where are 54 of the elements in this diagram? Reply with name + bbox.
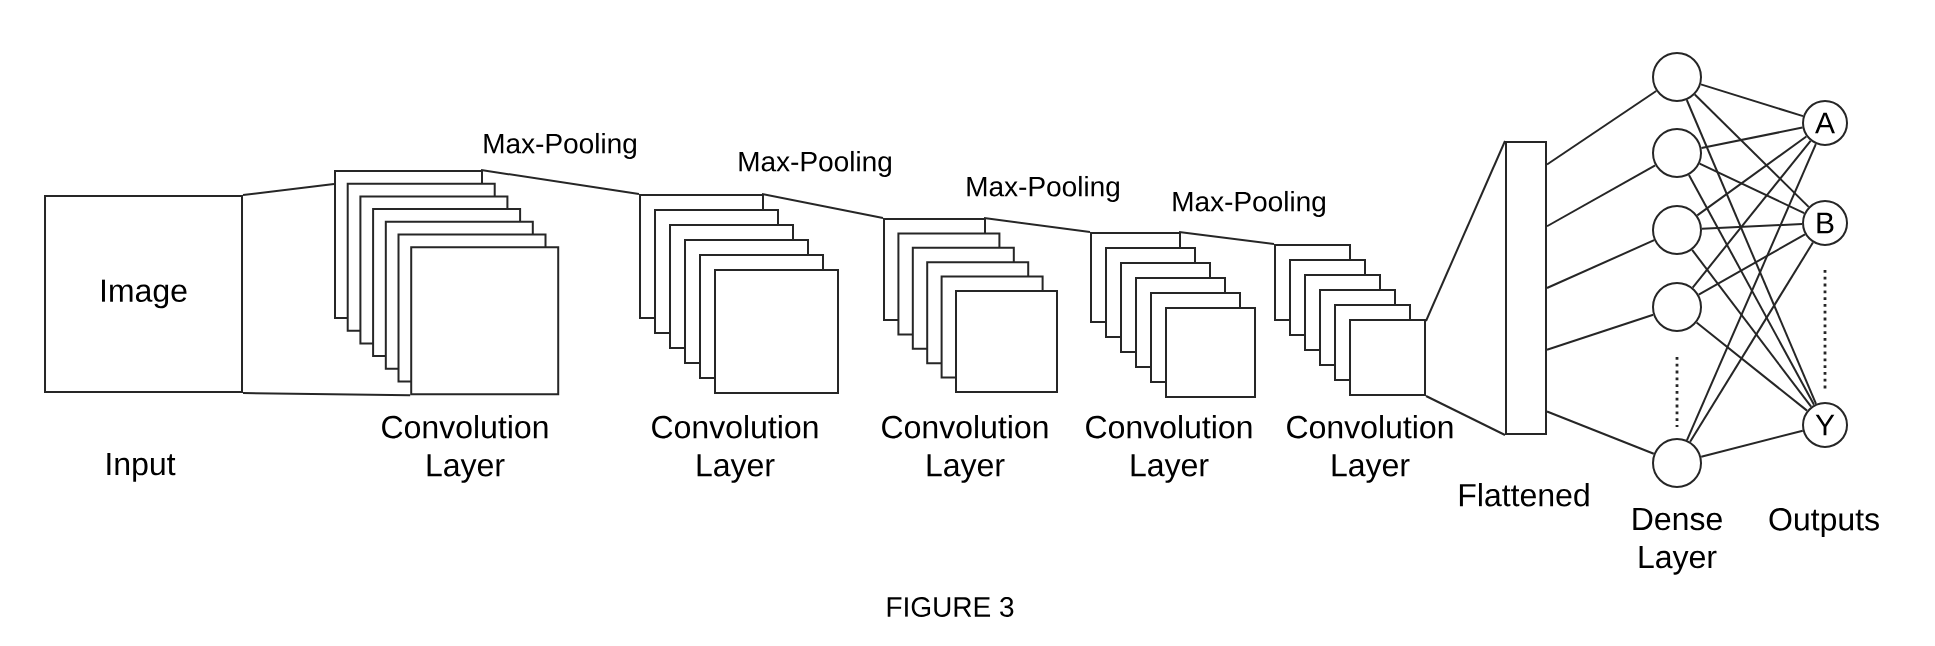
feature-map-stack: [1090, 232, 1256, 398]
connection-line: [1546, 313, 1655, 351]
feature-map-stack: [1274, 244, 1426, 396]
projection-line: [242, 183, 335, 196]
connection-line: [1691, 248, 1813, 408]
neuron-circle: [1652, 128, 1702, 178]
connection-line: [1546, 410, 1655, 455]
feature-map-stack: [883, 218, 1058, 393]
pooling-line: [983, 217, 1091, 233]
neuron-circle: [1652, 282, 1702, 332]
connection-line: [1546, 164, 1657, 228]
neuron-circle: [1652, 205, 1702, 255]
layer-label: Input: [107, 453, 176, 482]
neuron-circle: [1652, 438, 1702, 488]
connection-line: [1687, 173, 1815, 406]
layer-label: Convolution Layer: [1287, 415, 1453, 483]
connection-line: [1691, 139, 1812, 289]
layer-label: Flattened: [1459, 483, 1589, 507]
figure-caption: FIGURE 3: [887, 597, 1014, 617]
layer-label: Convolution Layer: [882, 415, 1048, 483]
connection-line: [1697, 233, 1806, 296]
edge-label: Max-Pooling: [967, 175, 1119, 203]
connection-line: [1700, 126, 1804, 150]
projection-line: [1425, 140, 1506, 322]
connection-line: [1701, 223, 1804, 230]
pooling-line: [1178, 231, 1275, 245]
edge-label: Max-Pooling: [484, 132, 636, 160]
layer-label: Dense Layer: [1633, 508, 1722, 575]
feature-map-stack: [334, 170, 560, 396]
image-box: Image: [44, 195, 243, 393]
pooling-line: [480, 169, 640, 195]
neuron-circle: [1652, 52, 1702, 102]
connection-line: [1695, 321, 1808, 412]
pooling-line: [761, 193, 884, 219]
connection-line: [1689, 241, 1814, 443]
layer-label: Convolution Layer: [1086, 415, 1252, 483]
projection-line: [1425, 395, 1506, 436]
layer-label: Outputs: [1769, 508, 1879, 537]
feature-map-stack: [639, 194, 839, 394]
connection-line: [1699, 83, 1805, 118]
edge-label: Max-Pooling: [739, 150, 891, 178]
connection-line: [1685, 99, 1817, 405]
connection-line: [1696, 135, 1808, 217]
connection-line: [1546, 239, 1656, 289]
connection-line: [1700, 429, 1804, 458]
connection-line: [1698, 162, 1806, 215]
flattened-bar: [1505, 141, 1547, 435]
layer-label: Convolution Layer: [382, 415, 548, 483]
edge-label: Max-Pooling: [1173, 190, 1325, 218]
connection-line: [1546, 89, 1658, 166]
layer-label: Convolution Layer: [652, 415, 818, 483]
projection-line: [242, 392, 412, 397]
connection-line: [1693, 93, 1810, 208]
connection-line: [1686, 143, 1817, 442]
